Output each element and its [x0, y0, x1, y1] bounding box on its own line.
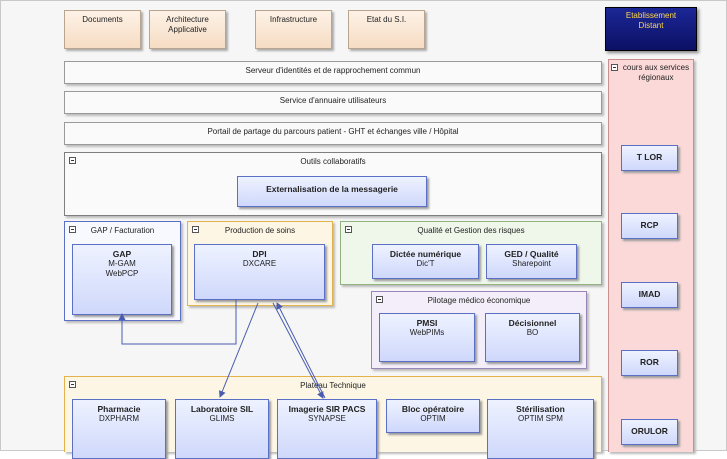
link-dpi-imagerie: [272, 302, 324, 399]
app-pmsi[interactable]: PMSI WebPIMs: [379, 313, 475, 362]
panel-qualite-risques: Qualité et Gestion des risques Dictée nu…: [340, 221, 602, 285]
panel-title: Plateau Technique: [300, 381, 366, 390]
app-title: PMSI: [416, 318, 438, 328]
collapse-icon[interactable]: [69, 157, 76, 164]
app-subtitle: DXCARE: [242, 259, 277, 268]
app-messagerie[interactable]: Externalisation de la messagerie: [237, 176, 427, 207]
panel-gap-facturation: GAP / Facturation GAP M-GAM WebPCP: [64, 221, 181, 321]
regional-service-ror[interactable]: ROR: [621, 350, 678, 376]
etablissement-distant-button[interactable]: Etablissement Distant: [605, 7, 697, 51]
app-subtitle: GLIMS: [209, 414, 235, 423]
regional-service-imad[interactable]: IMAD: [621, 282, 678, 308]
app-laboratoire[interactable]: Laboratoire SIL GLIMS: [175, 399, 269, 459]
app-subtitle: Sharepoint: [512, 259, 551, 268]
app-bloc-operatoire[interactable]: Bloc opératoire OPTIM: [386, 399, 480, 433]
app-title: Stérilisation: [516, 404, 565, 414]
app-dictee-numerique[interactable]: Dictée numérique Dic'T: [372, 244, 479, 279]
app-subtitle: Dic'T: [416, 259, 435, 268]
tab-architecture-applicative[interactable]: Architecture Applicative: [149, 10, 226, 49]
panel-outils-collaboratifs: Outils collaboratifs Externalisation de …: [64, 152, 602, 216]
panel-title: GAP / Facturation: [90, 226, 155, 235]
link-imagerie-dpi: [276, 302, 326, 399]
app-gap[interactable]: GAP M-GAM WebPCP: [72, 244, 172, 315]
app-title: GED / Qualité: [504, 249, 559, 259]
app-subtitle: SYNAPSE: [308, 414, 346, 423]
tab-infrastructure[interactable]: Infrastructure: [255, 10, 332, 49]
app-dpi[interactable]: DPI DXCARE: [194, 244, 325, 300]
collapse-icon[interactable]: [611, 64, 618, 71]
panel-production-soins: Production de soins DPI DXCARE: [187, 221, 333, 306]
app-title: Bloc opératoire: [401, 404, 465, 414]
regional-service-rcp[interactable]: RCP: [621, 213, 678, 239]
collapse-icon[interactable]: [345, 226, 352, 233]
app-subtitle: OPTIM SPM: [518, 414, 563, 423]
app-title: Dictée numérique: [389, 249, 462, 259]
collapse-icon[interactable]: [69, 226, 76, 233]
collapse-icon[interactable]: [376, 296, 383, 303]
tab-documents[interactable]: Documents: [64, 10, 141, 49]
bar-serveur-identites[interactable]: Serveur d'identités et de rapprochement …: [64, 61, 602, 84]
app-title: Décisionnel: [508, 318, 557, 328]
app-decisionnel[interactable]: Décisionnel BO: [485, 313, 580, 362]
tab-etat-si[interactable]: Etat du S.I.: [348, 10, 425, 49]
panel-title: cours aux services régionaux: [622, 63, 690, 82]
app-subtitle: WebPIMs: [409, 328, 445, 337]
app-sterilisation[interactable]: Stérilisation OPTIM SPM: [487, 399, 594, 459]
panel-title: Qualité et Gestion des risques: [417, 226, 525, 235]
collapse-icon[interactable]: [192, 226, 199, 233]
regional-service-orulor[interactable]: ORULOR: [621, 419, 678, 445]
connector-lines: [118, 299, 326, 399]
panel-recours-regionaux: cours aux services régionaux T LOR RCP I…: [608, 59, 694, 452]
app-pharmacie[interactable]: Pharmacie DXPHARM: [72, 399, 166, 459]
app-title: Imagerie SIR PACS: [288, 404, 366, 414]
app-title: GAP: [112, 249, 132, 259]
bar-service-annuaire[interactable]: Service d'annuaire utilisateurs: [64, 91, 602, 114]
app-subtitle: M-GAM WebPCP: [105, 259, 139, 278]
app-title: Laboratoire SIL: [190, 404, 254, 414]
link-dpi-gap: [118, 299, 237, 345]
app-subtitle: BO: [526, 328, 539, 337]
regional-service-t-lor[interactable]: T LOR: [621, 145, 678, 171]
app-title: Externalisation de la messagerie: [266, 184, 398, 194]
app-title: Pharmacie: [97, 404, 141, 414]
panel-title: Outils collaboratifs: [300, 157, 366, 166]
link-dpi-laboratoire: [219, 302, 259, 398]
bar-portail-parcours[interactable]: Portail de partage du parcours patient -…: [64, 122, 602, 145]
app-ged-qualite[interactable]: GED / Qualité Sharepoint: [486, 244, 577, 279]
panel-title: Pilotage médico économique: [427, 296, 531, 305]
app-subtitle: OPTIM: [420, 414, 446, 423]
app-subtitle: DXPHARM: [98, 414, 139, 423]
panel-pilotage: Pilotage médico économique PMSI WebPIMs …: [371, 291, 587, 369]
panel-title: Production de soins: [224, 226, 296, 235]
collapse-icon[interactable]: [69, 381, 76, 388]
app-title: DPI: [252, 249, 267, 259]
